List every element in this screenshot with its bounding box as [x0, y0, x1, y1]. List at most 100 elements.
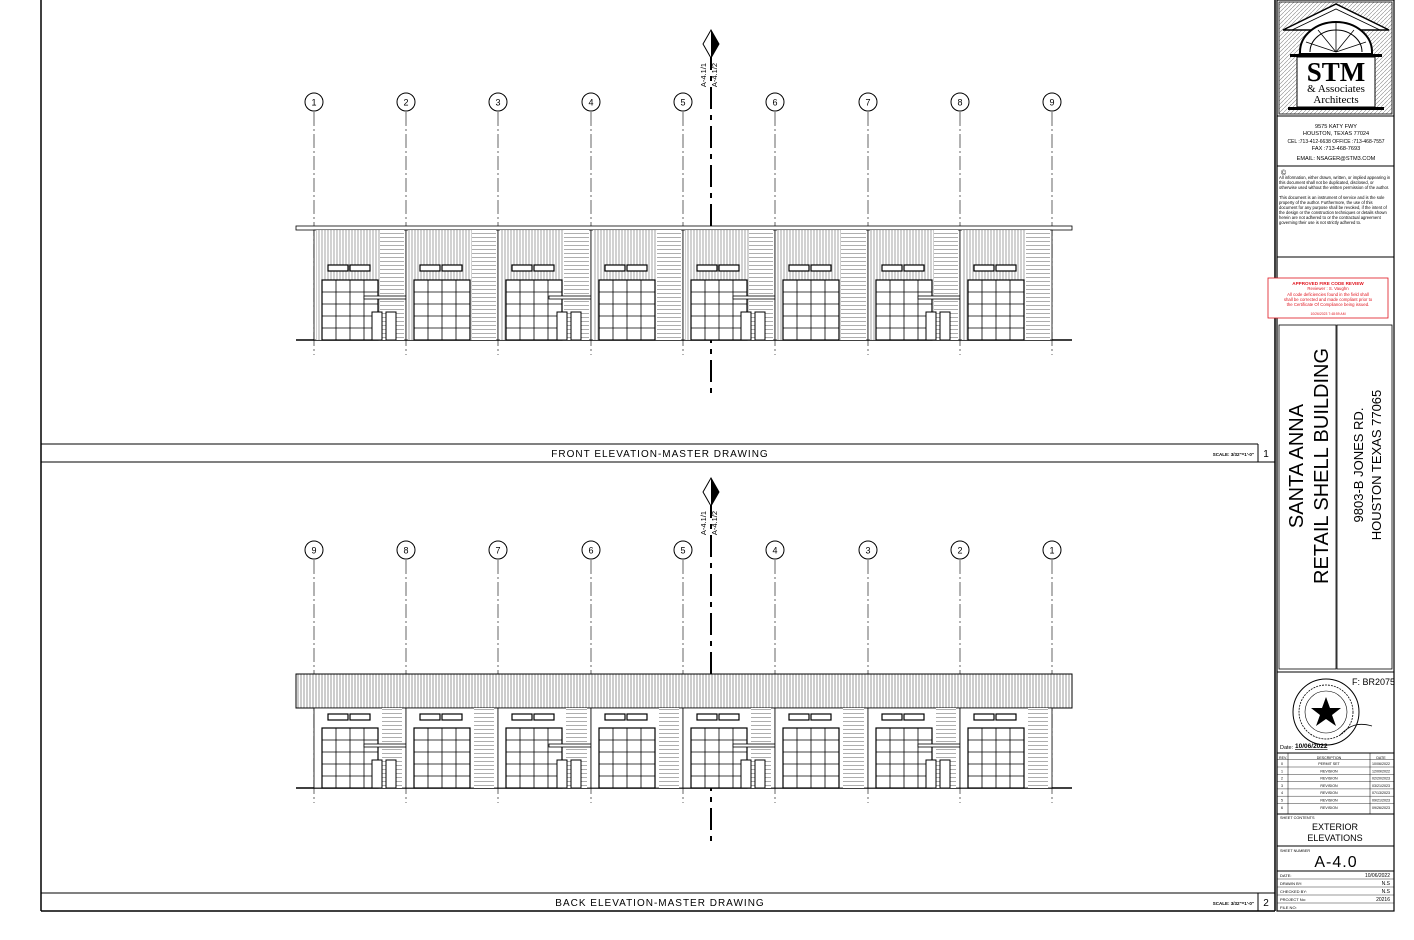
door-canopy — [363, 295, 407, 300]
rev-header-date: DATE — [1376, 756, 1386, 760]
transom-window — [788, 713, 810, 721]
grid-bubble-label: 6 — [772, 98, 777, 108]
sheet-contents-1: EXTERIOR — [1312, 822, 1359, 832]
drawing-scale-2: SCALE: 3/32"=1'-0" — [1213, 901, 1254, 906]
grid-bubble-label: 1 — [311, 98, 316, 108]
storefront — [875, 727, 933, 789]
drawing-title-2: BACK ELEVATION-MASTER DRAWING — [555, 898, 764, 909]
seal-date: 10/06/2022 — [1295, 743, 1328, 750]
sheet-number-label: SHEET NUMBER — [1280, 849, 1310, 853]
door-canopy — [732, 295, 776, 300]
transom-window — [327, 264, 349, 272]
project-name-2: RETAIL SHELL BUILDING — [1311, 348, 1333, 584]
grid-bubble-label: 1 — [1049, 546, 1054, 556]
info-value: N.S — [1382, 881, 1391, 887]
transom-window — [441, 713, 463, 721]
bay-cladding — [659, 708, 679, 788]
canopy — [295, 673, 1073, 709]
grid-bubble-label: 7 — [495, 546, 500, 556]
info-label: PROJECT No: — [1280, 897, 1306, 902]
stamp-line5: the Certificate Of Compliance being issu… — [1287, 302, 1370, 307]
transom-window — [718, 264, 740, 272]
grid-bubble — [488, 92, 508, 112]
logo-main: STM — [1307, 57, 1366, 87]
copyright-text-1: All information, either drawn, written, … — [1279, 175, 1391, 190]
section-mark-label: A-4.1/1 — [699, 511, 708, 535]
entry-door — [939, 311, 951, 341]
info-label: FILE NO: — [1280, 905, 1297, 910]
transom-window — [441, 264, 463, 272]
rev-header-rev: REV. — [1279, 756, 1287, 760]
entry-door — [385, 311, 397, 341]
entry-door — [740, 311, 752, 341]
revision-date: 09/21/2023 — [1372, 799, 1390, 803]
grid-bubble — [950, 540, 970, 560]
info-label: DRAWN BY: — [1280, 881, 1302, 886]
stamp-line2: Reviewer : S. Vaughn — [1307, 286, 1349, 291]
firm-address1: 9575 KATY FWY — [1315, 124, 1357, 130]
grid-bubble — [858, 540, 878, 560]
storefront — [505, 727, 563, 789]
grid-bubble — [765, 540, 785, 560]
transom-window — [533, 264, 555, 272]
architect-seal — [1292, 678, 1373, 746]
grid-bubble-label: 8 — [957, 98, 962, 108]
grid-bubble-label: 3 — [495, 98, 500, 108]
roof-coping — [295, 225, 1073, 231]
transom-window — [604, 713, 626, 721]
transom-window — [810, 264, 832, 272]
firm-email: EMAIL: NSAGER@STM3.COM — [1297, 156, 1376, 162]
logo-sub1: & Associates — [1307, 83, 1365, 95]
drawing-number-1: 1 — [1263, 449, 1269, 460]
entry-door — [385, 759, 397, 789]
storefront — [782, 727, 840, 789]
entry-door — [570, 759, 582, 789]
entry-door — [925, 759, 937, 789]
revision-description: REVISION — [1320, 777, 1338, 781]
revision-number: 6 — [1281, 806, 1283, 810]
storefront — [690, 279, 748, 341]
copyright-text-2: This document is an instrument of servic… — [1279, 195, 1387, 225]
entry-door — [556, 311, 568, 341]
revision-number: 2 — [1281, 777, 1283, 781]
stamp-date: 10/26/2023 7:48:59 AM — [1310, 312, 1345, 316]
storefront — [782, 279, 840, 341]
transom-window — [419, 713, 441, 721]
grid-bubble-label: 7 — [865, 98, 870, 108]
info-value: 10/06/2022 — [1365, 873, 1390, 879]
grid-bubble-label: 5 — [680, 546, 685, 556]
entry-door — [925, 311, 937, 341]
firm-fax: FAX :713-468-7693 — [1312, 146, 1361, 152]
transom-window — [973, 264, 995, 272]
revision-number: 5 — [1281, 799, 1283, 803]
door-canopy — [548, 295, 592, 300]
grid-bubble-label: 6 — [588, 546, 593, 556]
bay-cladding — [843, 708, 864, 788]
revision-date: 12/09/2022 — [1372, 769, 1390, 773]
revision-date: 09/26/2023 — [1372, 806, 1390, 810]
transom-window — [718, 713, 740, 721]
revision-description: REVISION — [1320, 769, 1338, 773]
drawing-title-bar-2: BACK ELEVATION-MASTER DRAWING SCALE: 3/3… — [41, 892, 1275, 911]
transom-window — [327, 713, 349, 721]
storefront — [967, 279, 1025, 341]
revision-description: REVISION — [1320, 784, 1338, 788]
door-canopy — [917, 295, 961, 300]
grid-bubble-label: 4 — [772, 546, 777, 556]
grid-bubble-label: 8 — [403, 546, 408, 556]
grid-bubble — [581, 92, 601, 112]
section-mark-label: A-4.1/2 — [710, 511, 719, 535]
grid-bubble — [765, 92, 785, 112]
grid-bubble — [1042, 92, 1062, 112]
storefront — [690, 727, 748, 789]
storefront — [321, 279, 379, 341]
grid-bubble — [581, 540, 601, 560]
door-canopy — [363, 743, 407, 748]
grid-bubble — [673, 540, 693, 560]
stamp-line1: APPROVED FIRE CODE REVIEW — [1292, 281, 1364, 286]
bay-cladding — [1026, 230, 1050, 340]
info-label: CHECKED BY: — [1280, 889, 1307, 894]
storefront — [413, 279, 471, 341]
bay-cladding — [841, 230, 866, 340]
